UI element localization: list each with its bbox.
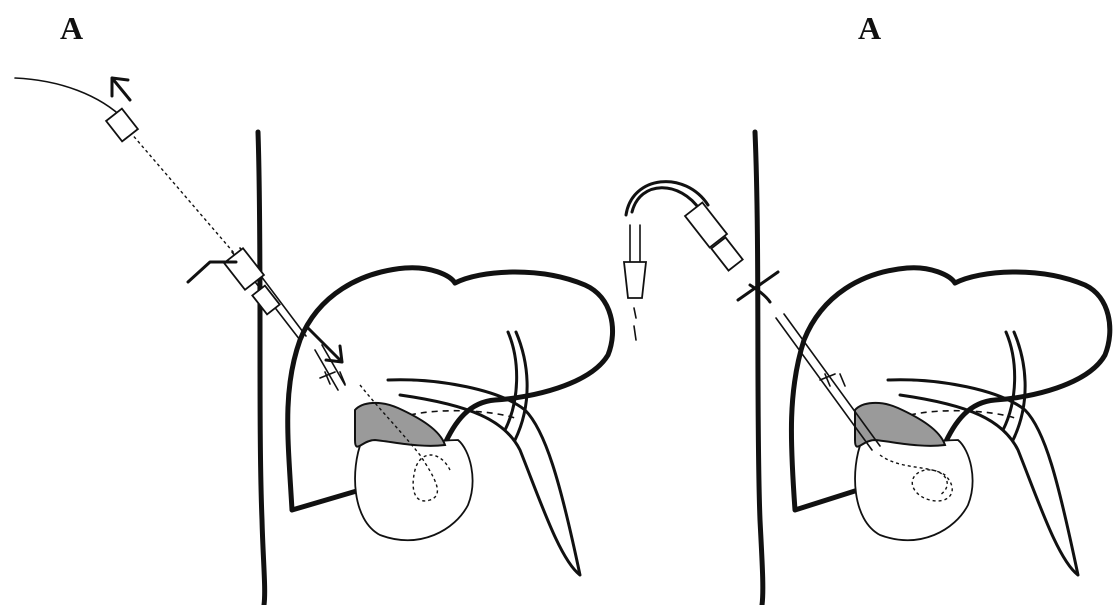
chest-wall-right: [755, 132, 763, 605]
left-panel-drawing: [15, 78, 613, 605]
vessel-right: [1003, 332, 1025, 440]
aneurysm-sac-right: [855, 440, 972, 540]
arrow-down-right-icon: [308, 328, 342, 362]
wire-shaft-left: [130, 132, 240, 260]
drop-1-right: [634, 308, 636, 340]
shaded-region-left: [355, 403, 445, 447]
vessel-left: [505, 332, 527, 440]
drip-container-right: [624, 262, 646, 298]
drip-tube-right: [630, 225, 640, 262]
chest-wall-left: [258, 132, 265, 605]
aneurysm-sac-left: [355, 440, 472, 540]
shaded-region-right: [855, 403, 945, 447]
arrow-up-left-icon: [112, 78, 130, 100]
right-panel-drawing: [624, 132, 1110, 605]
guide-wire-left: [15, 78, 125, 120]
hub-top-left: [106, 109, 138, 142]
hub-low-left: [252, 286, 279, 315]
